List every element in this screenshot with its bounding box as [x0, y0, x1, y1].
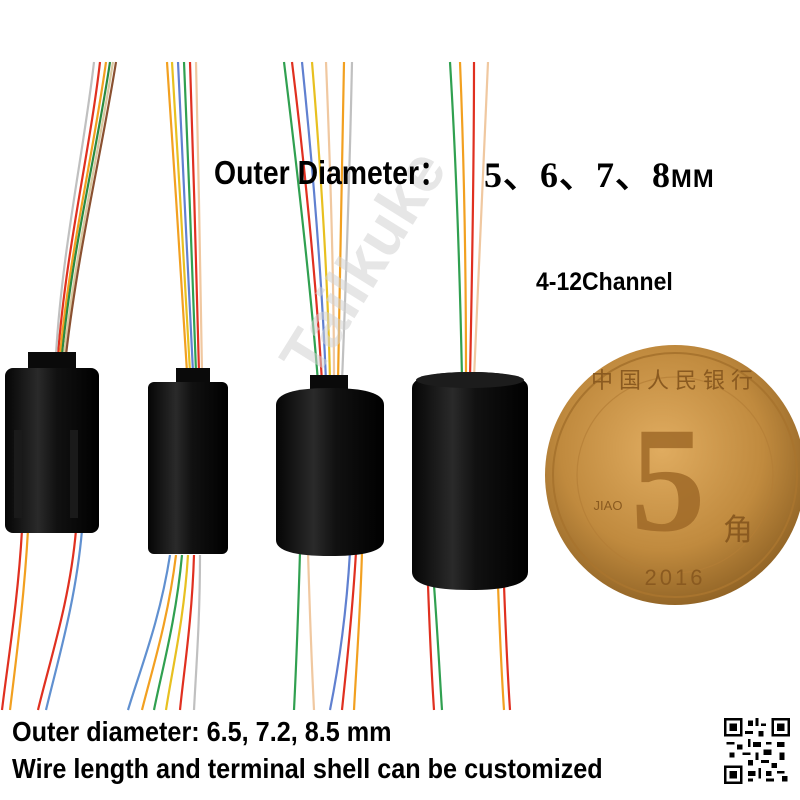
coin-symbol: JIAO [594, 498, 623, 513]
caption-customization: Wire length and terminal shell can be cu… [12, 753, 603, 784]
coin: 5 角 中国人民银行 JIAO 2016 [545, 345, 800, 605]
wire-bundle-top [165, 61, 204, 373]
slip-ring-3 [276, 61, 384, 711]
coin-country: 中国人民银行 [591, 369, 759, 394]
wire-bundle-bottom [426, 584, 512, 711]
slip-ring-1 [0, 61, 118, 711]
wire-bundle-bottom [292, 551, 364, 711]
channel-count-label: 4-12Channel [536, 268, 673, 296]
slip-ring-2 [126, 61, 228, 711]
wire-bundle-top [448, 61, 490, 379]
wire-bundle-top [54, 61, 118, 356]
diameter-values: 5、6、7、8 [484, 155, 672, 195]
outer-diameter-sizes: 5、6、7、8MM [484, 146, 715, 198]
wire-bundle-top [282, 61, 354, 383]
coin-value: 5 [631, 397, 706, 563]
coin-year: 2016 [645, 565, 706, 590]
diameter-unit: MM [671, 165, 715, 193]
qr-code-icon [724, 718, 790, 784]
coin-unit: 角 [723, 513, 753, 548]
slip-ring-4 [412, 61, 528, 711]
caption-outer-diameter: Outer diameter: 6.5, 7.2, 8.5 mm [12, 716, 392, 747]
wire-bundle-bottom [126, 554, 202, 711]
outer-diameter-label: Outer Diameter： [214, 154, 448, 191]
wire-bundle-bottom [0, 529, 84, 711]
